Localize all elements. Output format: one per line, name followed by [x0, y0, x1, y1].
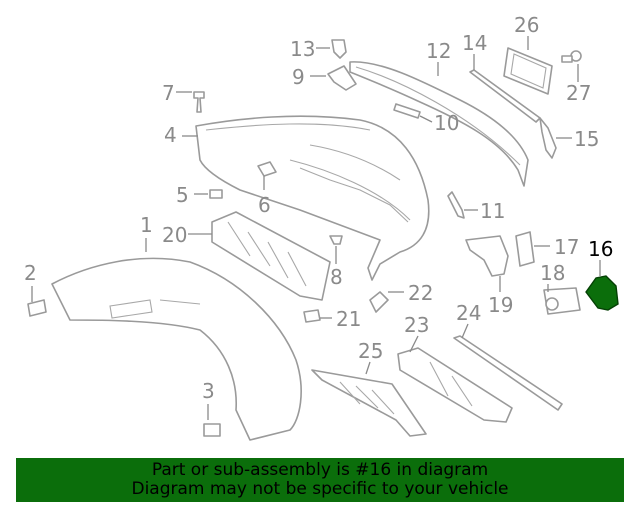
label-7[interactable]: 7: [162, 81, 175, 105]
part-12-upper-trim[interactable]: [349, 61, 529, 187]
label-4[interactable]: 4: [164, 123, 177, 147]
part-6-clip[interactable]: [257, 161, 277, 177]
label-6[interactable]: 6: [258, 193, 271, 217]
label-14[interactable]: 14: [462, 31, 487, 55]
label-2[interactable]: 2: [24, 261, 37, 285]
banner-line-2: Diagram may not be specific to your vehi…: [131, 479, 509, 499]
label-26[interactable]: 26: [514, 13, 539, 37]
part-24-strip[interactable]: [453, 335, 563, 411]
part-21-clip[interactable]: [303, 309, 321, 323]
label-27[interactable]: 27: [566, 81, 591, 105]
label-16[interactable]: 16: [588, 237, 613, 261]
parts-diagram: 1 2 3 4 5 6 7 8 9 10 11 12 13 14 15 16 1…: [24, 13, 619, 441]
label-5[interactable]: 5: [176, 183, 189, 207]
label-20[interactable]: 20: [162, 223, 187, 247]
label-19[interactable]: 19: [488, 293, 513, 317]
callout-labels: 1 2 3 4 5 6 7 8 9 10 11 12 13 14 15 16 1…: [24, 13, 613, 403]
part-13-clip[interactable]: [331, 39, 347, 59]
label-18[interactable]: 18: [540, 261, 565, 285]
part-7-clip[interactable]: [193, 91, 205, 113]
label-13[interactable]: 13: [290, 37, 315, 61]
label-17[interactable]: 17: [554, 235, 579, 259]
label-8[interactable]: 8: [330, 265, 343, 289]
part-16-highlighted[interactable]: [585, 275, 619, 311]
label-21[interactable]: 21: [336, 307, 361, 331]
banner-line-1: Part or sub-assembly is #16 in diagram: [151, 460, 489, 480]
part-22-bracket[interactable]: [369, 291, 389, 313]
label-25[interactable]: 25: [358, 339, 383, 363]
label-9[interactable]: 9: [292, 65, 305, 89]
part-8-clip[interactable]: [329, 235, 343, 245]
part-27-screw[interactable]: [561, 50, 582, 63]
part-3-fastener[interactable]: [203, 423, 221, 437]
label-3[interactable]: 3: [202, 379, 215, 403]
label-11[interactable]: 11: [480, 199, 505, 223]
part-2-screw[interactable]: [27, 299, 47, 317]
part-26-plate-holder[interactable]: [503, 47, 553, 95]
label-23[interactable]: 23: [404, 313, 429, 337]
part-25-lower-panel[interactable]: [311, 369, 427, 437]
part-1-lower-cover[interactable]: [51, 257, 302, 441]
label-12[interactable]: 12: [426, 39, 451, 63]
part-4-bumper-cover[interactable]: [195, 115, 430, 281]
label-22[interactable]: 22: [408, 281, 433, 305]
part-23-lower-panel[interactable]: [397, 347, 513, 423]
part-17-sensor-ring[interactable]: [515, 231, 535, 267]
part-20-diffuser[interactable]: [211, 211, 331, 301]
part-19-holder[interactable]: [465, 235, 509, 277]
info-banner: Part or sub-assembly is #16 in diagram D…: [16, 458, 624, 502]
label-24[interactable]: 24: [456, 301, 481, 325]
label-10[interactable]: 10: [434, 111, 459, 135]
label-15[interactable]: 15: [574, 127, 599, 151]
label-1[interactable]: 1: [140, 213, 153, 237]
part-9-bracket[interactable]: [327, 65, 357, 91]
part-5-fastener[interactable]: [209, 189, 223, 199]
part-15-clip[interactable]: [539, 117, 557, 159]
part-10-strip[interactable]: [393, 103, 421, 119]
part-11-bracket[interactable]: [447, 191, 465, 219]
leader-lines: [31, 36, 601, 420]
part-18-sensor[interactable]: [543, 287, 581, 315]
